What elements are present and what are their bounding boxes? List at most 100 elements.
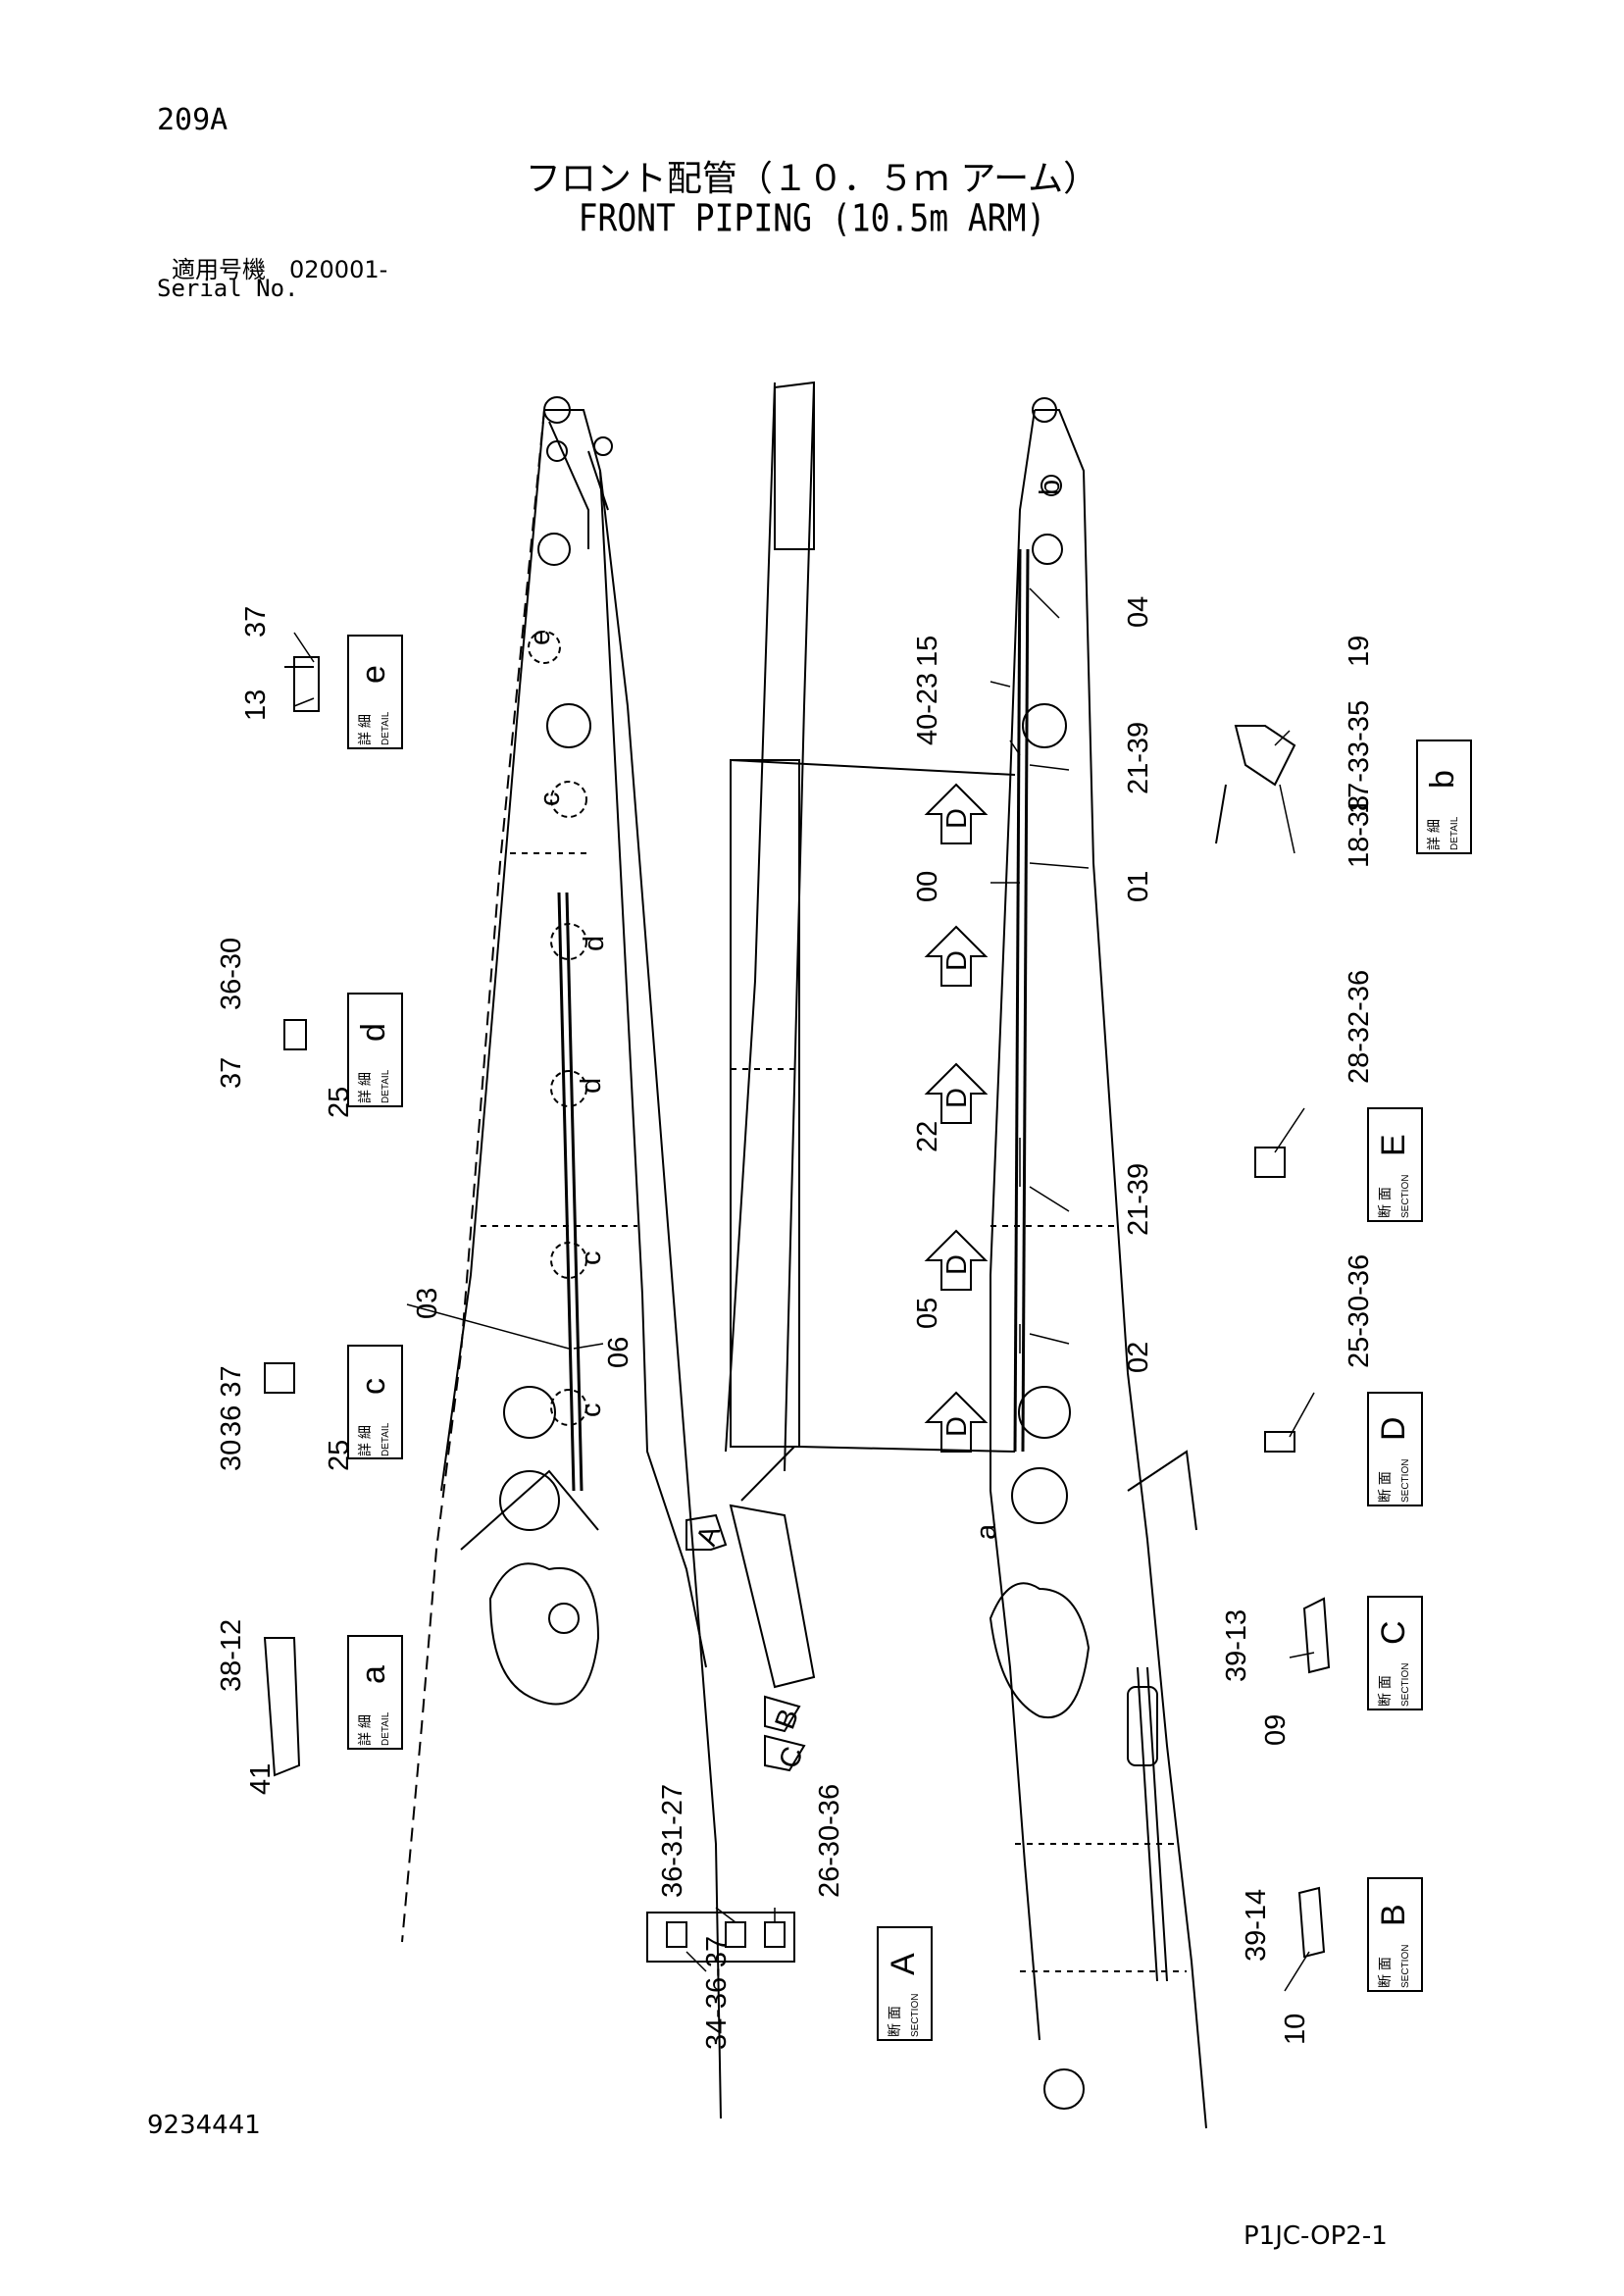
box-text: DETAIL <box>1449 816 1460 850</box>
marker-letter: c <box>576 1403 607 1418</box>
box-frames <box>347 635 1472 2041</box>
box-text: 断 面 <box>887 2006 902 2037</box>
box-text: 詳 細 <box>357 1072 373 1103</box>
part-label: 25 <box>324 1087 355 1118</box>
box-text: D <box>1375 1416 1412 1441</box>
part-label: 40-23 <box>912 673 943 745</box>
part-label: 25 <box>324 1440 355 1471</box>
box-text: 断 面 <box>1377 1187 1393 1218</box>
box-text: SECTION <box>910 1994 921 2037</box>
part-label: 30 <box>216 1440 247 1471</box>
marker-letter: d <box>579 936 610 951</box>
section-box-D: 断 面 SECTION D <box>1375 1416 1412 1503</box>
part-label: 36 37 <box>216 1365 247 1437</box>
detail-box-letter: e <box>355 665 392 684</box>
box-text: SECTION <box>1400 1945 1411 1988</box>
part-label: 41 <box>245 1763 277 1795</box>
box-text: SECTION <box>1400 1175 1411 1218</box>
section-arrows <box>685 783 989 1772</box>
section-box-C: 断 面 SECTION C <box>1375 1620 1412 1707</box>
right-arm-outline <box>989 397 1207 2129</box>
detail-box-jp: 詳 細 <box>357 714 373 745</box>
part-label: 21-39 <box>1123 722 1154 794</box>
box-text: c <box>355 1378 392 1395</box>
left-arm-outline <box>401 396 722 2119</box>
title-japanese: フロント配管（１０．５ｍ アーム） <box>525 159 1099 199</box>
part-label: 02 <box>1123 1342 1154 1373</box>
title-english: FRONT PIPING (10.5m ARM) <box>578 196 1046 240</box>
marker-letter: c <box>534 792 566 807</box>
box-text: SECTION <box>1400 1459 1411 1503</box>
part-label: 17-33-35 <box>1344 700 1375 814</box>
part-label: 13 <box>240 689 272 721</box>
part-label: 22 <box>912 1121 943 1152</box>
part-label: 39-13 <box>1221 1609 1252 1682</box>
part-label: 06 <box>603 1337 634 1368</box>
box-text: 詳 細 <box>1426 819 1442 850</box>
box-text: 詳 細 <box>357 1714 373 1746</box>
section-box-E: 断 面 SECTION E <box>1375 1134 1412 1218</box>
part-label: 38-12 <box>216 1619 247 1692</box>
sheet-code: P1JC-OP2-1 <box>1243 2221 1388 2251</box>
part-label: 28-32-36 <box>1344 970 1375 1084</box>
detail-thumbnails <box>263 656 1331 1963</box>
box-text: E <box>1375 1134 1412 1156</box>
marker-letter: d <box>576 1078 607 1094</box>
part-label: 36-31-27 <box>657 1784 688 1898</box>
box-text: C <box>1375 1620 1412 1645</box>
part-label: 19 <box>1344 636 1375 667</box>
box-text: DETAIL <box>381 1069 391 1103</box>
part-label: 21-39 <box>1123 1163 1154 1236</box>
box-text: d <box>355 1023 392 1042</box>
detail-box-en: DETAIL <box>381 711 391 745</box>
part-label: 37 <box>216 1057 247 1089</box>
marker-letter: c <box>576 1251 607 1266</box>
detail-box-b: 詳 細 DETAIL b <box>1424 770 1461 850</box>
marker-letter: e <box>525 630 556 645</box>
middle-boom-outline <box>725 381 1016 1689</box>
page-code: 209A <box>157 103 228 137</box>
marker-letter: D <box>941 1254 973 1275</box>
part-label: 26-30-36 <box>814 1784 845 1898</box>
detail-box-c: 詳 細 DETAIL c <box>355 1378 392 1456</box>
box-text: 詳 細 <box>357 1425 373 1456</box>
box-text: A <box>885 1953 922 1975</box>
part-label: 09 <box>1260 1714 1292 1746</box>
detail-box-a: 詳 細 DETAIL a <box>355 1665 392 1746</box>
box-text: 断 面 <box>1377 1675 1393 1707</box>
part-label: 05 <box>912 1298 943 1329</box>
box-text: a <box>355 1665 392 1684</box>
part-label: 39-14 <box>1241 1889 1272 1962</box>
part-label: 34-36-37 <box>701 1936 733 2050</box>
part-label: 04 <box>1123 596 1154 628</box>
part-label: 00 <box>912 871 943 902</box>
detail-box-e: 詳 細 DETAIL e <box>355 665 392 745</box>
part-label: 36-30 <box>216 938 247 1010</box>
marker-letter: D <box>941 950 973 971</box>
detail-box-d: 詳 細 DETAIL d <box>355 1023 392 1103</box>
leader-lines <box>293 587 1315 1992</box>
marker-letter: A <box>691 1521 728 1551</box>
section-box-A: 断 面 SECTION A <box>885 1953 922 2037</box>
part-label: 10 <box>1280 2014 1311 2045</box>
serial-label-english: Serial No. <box>157 275 299 302</box>
box-text: 断 面 <box>1377 1957 1393 1988</box>
document-number: 9234441 <box>147 2111 261 2140</box>
box-text: 断 面 <box>1377 1471 1393 1503</box>
serial-label-japanese: 適用号機 020001- <box>172 256 388 283</box>
section-box-B: 断 面 SECTION B <box>1375 1904 1412 1988</box>
part-label: 37 <box>240 606 272 638</box>
box-text: DETAIL <box>381 1422 391 1456</box>
box-text: B <box>1375 1904 1412 1926</box>
part-label: 01 <box>1123 871 1154 902</box>
marker-letter: D <box>941 1416 973 1437</box>
marker-letter: a <box>971 1523 1002 1540</box>
part-labels: 37 13 36-30 37 25 36 37 30 25 38-12 41 1… <box>216 596 1375 2050</box>
part-label: 25-30-36 <box>1344 1254 1375 1368</box>
marker-letter: D <box>941 1088 973 1108</box>
part-label: 15 <box>912 636 943 667</box>
box-text: b <box>1424 770 1461 789</box>
part-label: 18-38 <box>1344 795 1375 868</box>
box-text: DETAIL <box>381 1711 391 1746</box>
